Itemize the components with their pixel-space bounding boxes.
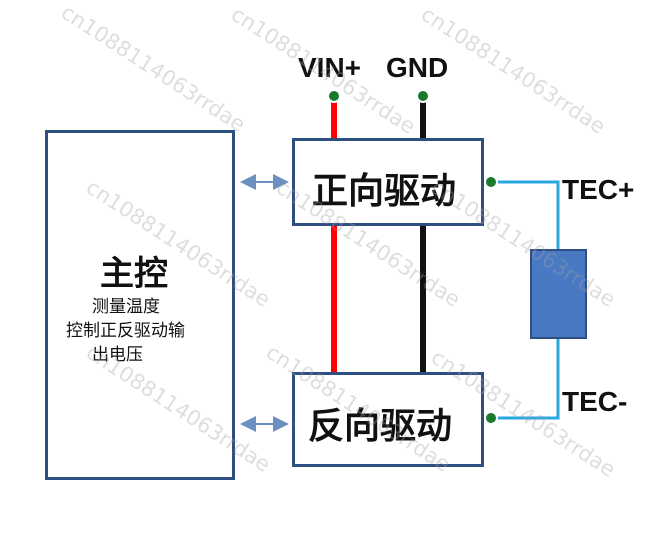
gnd-terminal-dot bbox=[416, 89, 430, 103]
forward-output-dot bbox=[484, 175, 498, 189]
main-controller-line-3: 出电压 bbox=[92, 345, 143, 365]
tec-neg-wire bbox=[495, 338, 560, 420]
main-controller-box bbox=[45, 130, 235, 480]
main-controller-title: 主控 bbox=[100, 254, 168, 294]
reverse-driver-label: 反向驱动 bbox=[308, 405, 453, 447]
forward-driver-box bbox=[292, 138, 484, 226]
reverse-driver-box bbox=[292, 372, 484, 467]
tec-negative-label: TEC- bbox=[562, 386, 628, 417]
main-controller-line-2: 控制正反驱动输 bbox=[66, 321, 185, 341]
forward-driver-label: 正向驱动 bbox=[312, 170, 457, 212]
reverse-output-dot bbox=[484, 411, 498, 425]
vin-terminal-dot bbox=[327, 89, 341, 103]
main-controller-line-1: 测量温度 bbox=[92, 297, 160, 317]
tec-pos-wire bbox=[495, 180, 560, 250]
vin-label: VIN+ bbox=[298, 52, 362, 83]
tec-positive-label: TEC+ bbox=[562, 174, 635, 205]
gnd-label: GND bbox=[386, 52, 449, 83]
tec-element bbox=[530, 249, 587, 339]
